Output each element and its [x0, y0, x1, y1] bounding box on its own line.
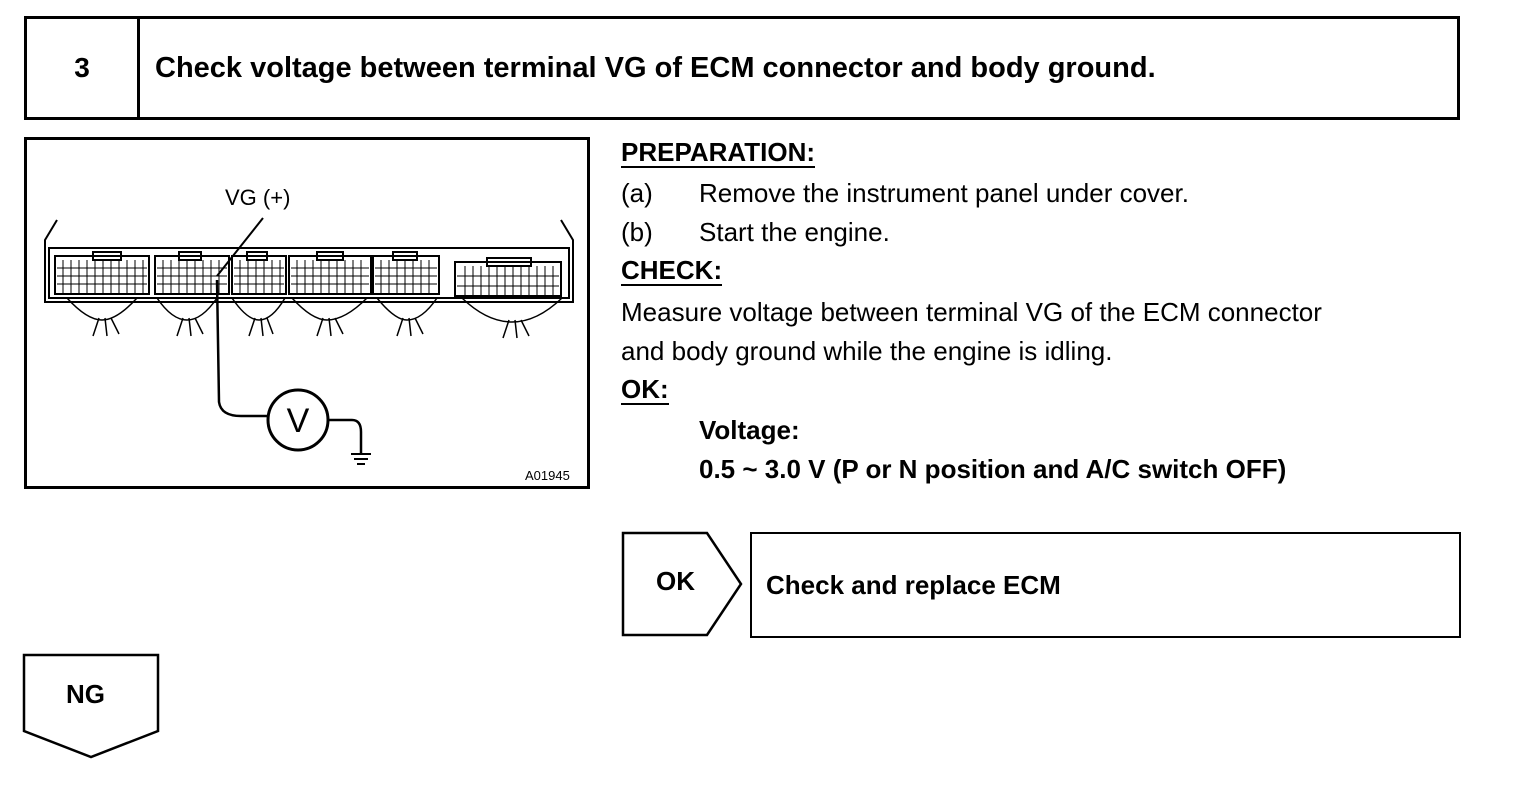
terminal-vg-label: VG (+) — [225, 185, 291, 210]
prep-step-a-text: Remove the instrument panel under cover. — [699, 178, 1189, 208]
step-number: 3 — [27, 19, 140, 117]
step-title: Check voltage between terminal VG of ECM… — [155, 51, 1156, 84]
prep-step-a-marker: (a) — [621, 178, 653, 208]
check-heading: CHECK: — [621, 255, 723, 286]
ok-spec-heading: OK: — [621, 374, 669, 405]
ok-action-box: Check and replace ECM — [750, 532, 1461, 638]
preparation-heading: PREPARATION: — [621, 137, 816, 168]
ng-branch-label: NG — [66, 679, 105, 709]
ecm-connector-diagram: V — [44, 217, 574, 465]
ok-branch-label: OK — [656, 566, 695, 596]
check-line-1: Measure voltage between terminal VG of t… — [621, 297, 1322, 327]
ecm-connector-illustration: V VG (+) A01945 — [24, 137, 590, 489]
prep-step-b-text: Start the engine. — [699, 217, 890, 247]
ok-spec-label: Voltage: — [699, 415, 800, 445]
ng-branch-tag — [22, 653, 162, 761]
ok-spec-value: 0.5 ~ 3.0 V (P or N position and A/C swi… — [699, 454, 1287, 484]
step-header: 3 Check voltage between terminal VG of E… — [24, 16, 1460, 120]
voltmeter-symbol: V — [287, 402, 310, 440]
check-line-2: and body ground while the engine is idli… — [621, 336, 1113, 366]
ok-branch-tag — [621, 531, 747, 638]
ok-action-text: Check and replace ECM — [766, 569, 1061, 600]
prep-step-b-marker: (b) — [621, 217, 653, 247]
ok-arrow-shape — [621, 531, 743, 637]
ground-icon — [351, 453, 371, 465]
ng-arrow-shape — [22, 653, 160, 759]
figure-code: A01945 — [525, 468, 570, 483]
